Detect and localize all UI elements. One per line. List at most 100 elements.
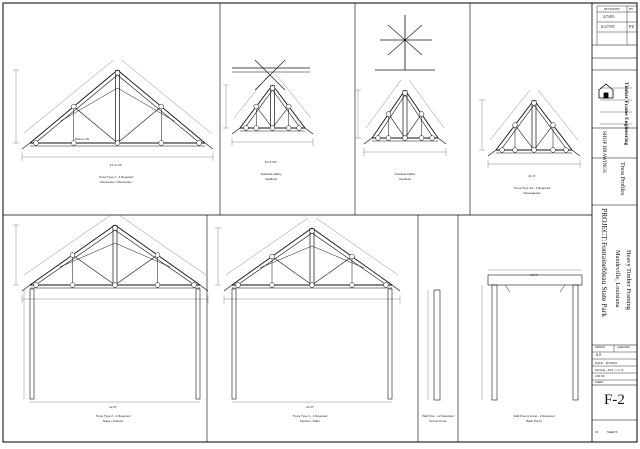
wall-post-right	[387, 288, 393, 400]
top-chord-right-inner	[117, 74, 202, 145]
joint-marker	[269, 253, 275, 260]
joint-marker	[191, 282, 197, 288]
joint-marker	[550, 122, 556, 128]
dimension-line	[121, 59, 212, 134]
span-vestibule-valley: 16'-5 3/4"	[264, 160, 278, 164]
joint-marker	[499, 147, 505, 153]
sub-truss-type-2: Stage / Gazebo	[102, 419, 124, 423]
caption-truss-type-1a: Truss Type 1A - 4 Required	[513, 186, 551, 190]
joint-marker	[418, 111, 425, 117]
joint-marker	[296, 125, 302, 131]
wall-post-left	[29, 288, 35, 400]
sheet-label: SHEET	[595, 381, 604, 384]
sheet-border	[2, 2, 638, 443]
joint-marker	[402, 135, 408, 141]
strut-right	[311, 256, 353, 286]
project-scope: Heavy Timber Framing	[625, 250, 632, 310]
joint-marker	[349, 253, 355, 260]
valley-plan-diagonal	[254, 59, 286, 91]
joint-marker	[309, 228, 315, 234]
web	[59, 242, 116, 268]
joint-marker	[112, 282, 118, 288]
caption-vestibule-valley: Vestibule Valley	[260, 172, 282, 176]
joint-marker	[71, 140, 77, 146]
project-location: Mandeville, Louisiana	[614, 250, 621, 308]
strut-right	[533, 124, 554, 151]
top-chord-right-inner	[114, 229, 197, 287]
joint-marker	[349, 282, 355, 288]
drawing-title: Truss Profiles	[619, 162, 625, 196]
rafter-tail	[363, 137, 373, 145]
top-chord-left-inner	[33, 229, 116, 287]
wall-post-left	[231, 288, 237, 400]
sheet-number: F-2	[604, 392, 625, 408]
web	[311, 245, 365, 269]
rafter-tail	[223, 284, 233, 292]
joint-marker	[286, 103, 292, 110]
scale-value: SCALE - 3/16" = 1'-0"	[595, 368, 624, 372]
sub-truss-type-1: Mezzanine / Mezzanine	[100, 180, 132, 184]
sub-wall-post: Corner Posts	[429, 419, 447, 423]
joint-marker	[154, 282, 161, 288]
joint-marker	[385, 135, 392, 141]
joint-marker	[402, 90, 408, 96]
rafter-tail	[21, 142, 31, 150]
joint-marker	[286, 125, 292, 131]
strut-right	[272, 106, 289, 129]
joint-marker	[69, 282, 76, 288]
brace	[504, 284, 511, 293]
caption-truss-type-1: Truss Type 1 - 4 Required	[98, 175, 134, 179]
dimension-line	[537, 89, 579, 141]
strut-left	[514, 124, 535, 151]
dimension-line	[276, 74, 312, 119]
truss-elevations	[13, 15, 583, 403]
revision-date-2: 6/27/05	[601, 24, 615, 29]
joint-marker	[196, 140, 202, 146]
strut-left	[256, 106, 273, 129]
date-value: DATE - 11/29/04	[595, 361, 617, 365]
project-name: Fontainebleau State Park	[600, 242, 609, 317]
joint-marker	[512, 147, 518, 153]
web	[60, 87, 118, 122]
rafter-tail	[204, 142, 214, 150]
revisions-heading: REVISIONS	[604, 7, 620, 11]
joint-marker	[512, 122, 518, 128]
dimension-line	[315, 217, 399, 276]
revisions-by-heading: BY	[629, 7, 634, 11]
revision-by-2: PZ	[629, 24, 635, 29]
span-truss-type-3: 22'-8"	[306, 405, 314, 409]
dimension-line	[23, 214, 112, 276]
drawing-type: SHOP DRAWINGS	[601, 131, 607, 173]
caption-wall-post: Wall Post - 12 Required	[422, 414, 454, 418]
project-label: PROJECT:	[600, 208, 609, 242]
single-wall-post	[433, 289, 441, 401]
joint-marker	[235, 282, 241, 288]
joint-marker	[33, 140, 39, 146]
joint-marker	[385, 111, 392, 117]
strut-right	[404, 113, 422, 139]
top-chord-left-inner	[33, 74, 118, 145]
brace	[559, 284, 566, 293]
dimension-line	[23, 59, 114, 134]
joint-marker	[114, 70, 121, 76]
joint-marker	[253, 125, 259, 131]
tie-label-truss-type-1: Bottom Tie	[75, 137, 90, 141]
dimension-line	[365, 79, 402, 129]
strut-right	[117, 106, 162, 144]
dimension-line	[489, 89, 531, 141]
rafter-tail	[21, 284, 31, 292]
joint-marker	[563, 147, 569, 153]
checked-label: CHECKED	[617, 346, 630, 349]
firm-name: Timber Frame Engineering	[623, 82, 628, 146]
sub-vestibule-rafter: Vestibule	[398, 177, 412, 181]
drawn-label: DRAWN	[595, 346, 605, 349]
joint-marker	[71, 103, 77, 110]
joint-marker	[309, 282, 315, 288]
web	[259, 245, 313, 269]
joint-marker	[269, 85, 276, 91]
dimension-line	[408, 79, 445, 129]
joint-marker	[418, 135, 425, 141]
span-truss-type-1a: 21'-6"	[528, 174, 536, 178]
joint-marker	[429, 135, 435, 141]
joint-marker	[158, 140, 164, 146]
